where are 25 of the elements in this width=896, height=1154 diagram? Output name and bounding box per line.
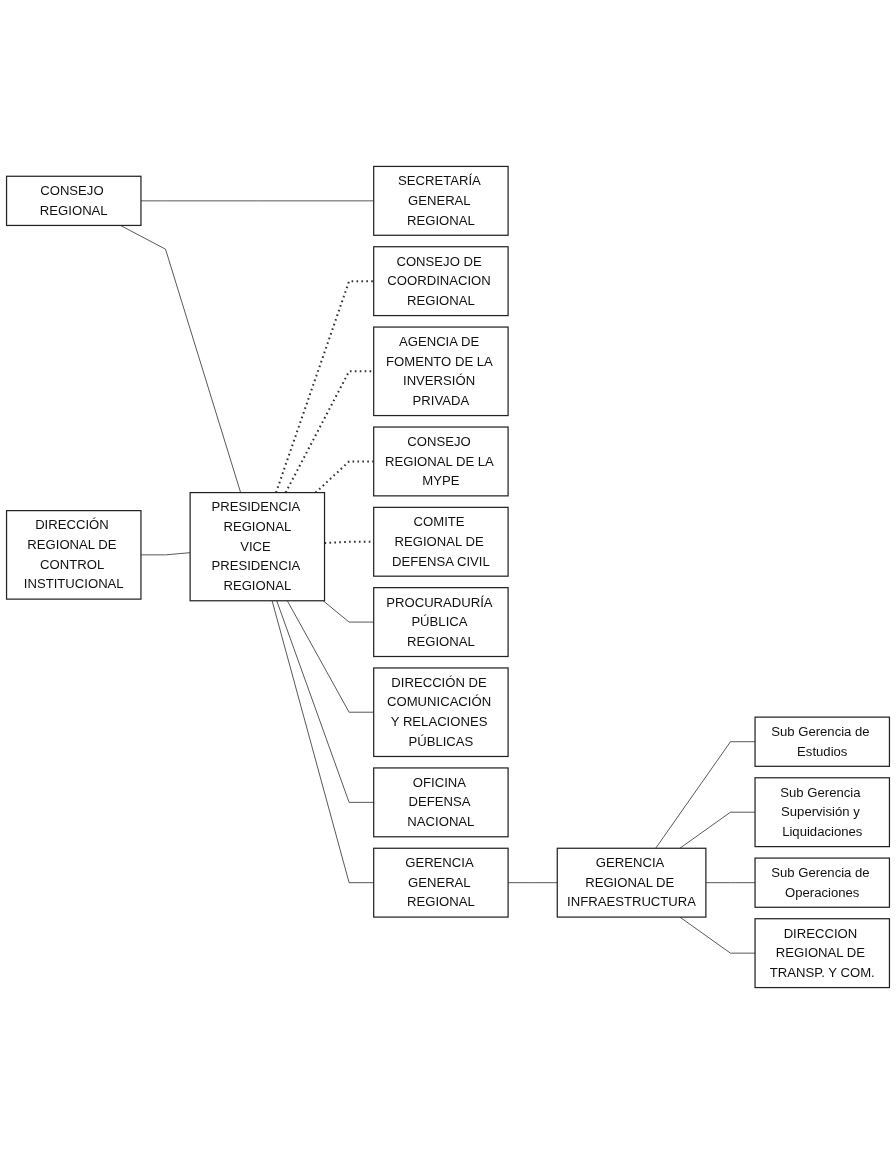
node-box: PROCURADURÍA PÚBLICA REGIONAL bbox=[373, 587, 509, 658]
node-box: CONSEJO REGIONAL bbox=[5, 175, 142, 227]
connector bbox=[284, 370, 374, 494]
node-box: CONSEJO DE COORDINACION REGIONAL bbox=[373, 246, 509, 317]
node-box: COMITE REGIONAL DE DEFENSA CIVIL bbox=[373, 506, 509, 577]
node-box: SECRETARÍA GENERAL REGIONAL bbox=[373, 165, 509, 236]
node-box: PRESIDENCIA REGIONAL VICE PRESIDENCIA REGIONAL bbox=[189, 491, 326, 602]
node-box: CONSEJO REGIONAL DE LA MYPE bbox=[373, 426, 509, 497]
connector bbox=[679, 811, 756, 849]
node-box: OFICINA DEFENSA NACIONAL bbox=[373, 767, 509, 838]
node-box: Sub Gerencia de Estudios bbox=[754, 716, 891, 767]
node-box: DIRECCION REGIONAL DE TRANSP. Y COM. bbox=[754, 918, 891, 989]
connector bbox=[679, 916, 756, 954]
connector bbox=[120, 225, 242, 493]
node-box: Sub Gerencia Supervisión y Liquidaciones bbox=[754, 777, 891, 848]
connector bbox=[655, 741, 756, 849]
connector bbox=[140, 552, 191, 556]
connector bbox=[705, 882, 756, 884]
node-box: DIRECCIÓN DE COMUNICACIÓN Y RELACIONES PÚBLICAS bbox=[373, 667, 509, 758]
node-box: GERENCIA GENERAL REGIONAL bbox=[373, 847, 509, 918]
node-box: DIRECCIÓN REGIONAL DE CONTROL INSTITUCIONAL bbox=[5, 510, 142, 600]
node-box: AGENCIA DE FOMENTO DE LA INVERSIÓN PRIVADA bbox=[373, 326, 509, 417]
connector bbox=[275, 280, 374, 493]
node-box: GERENCIA REGIONAL DE INFRAESTRUCTURA bbox=[556, 847, 707, 918]
node-box: Sub Gerencia de Operaciones bbox=[754, 857, 891, 908]
